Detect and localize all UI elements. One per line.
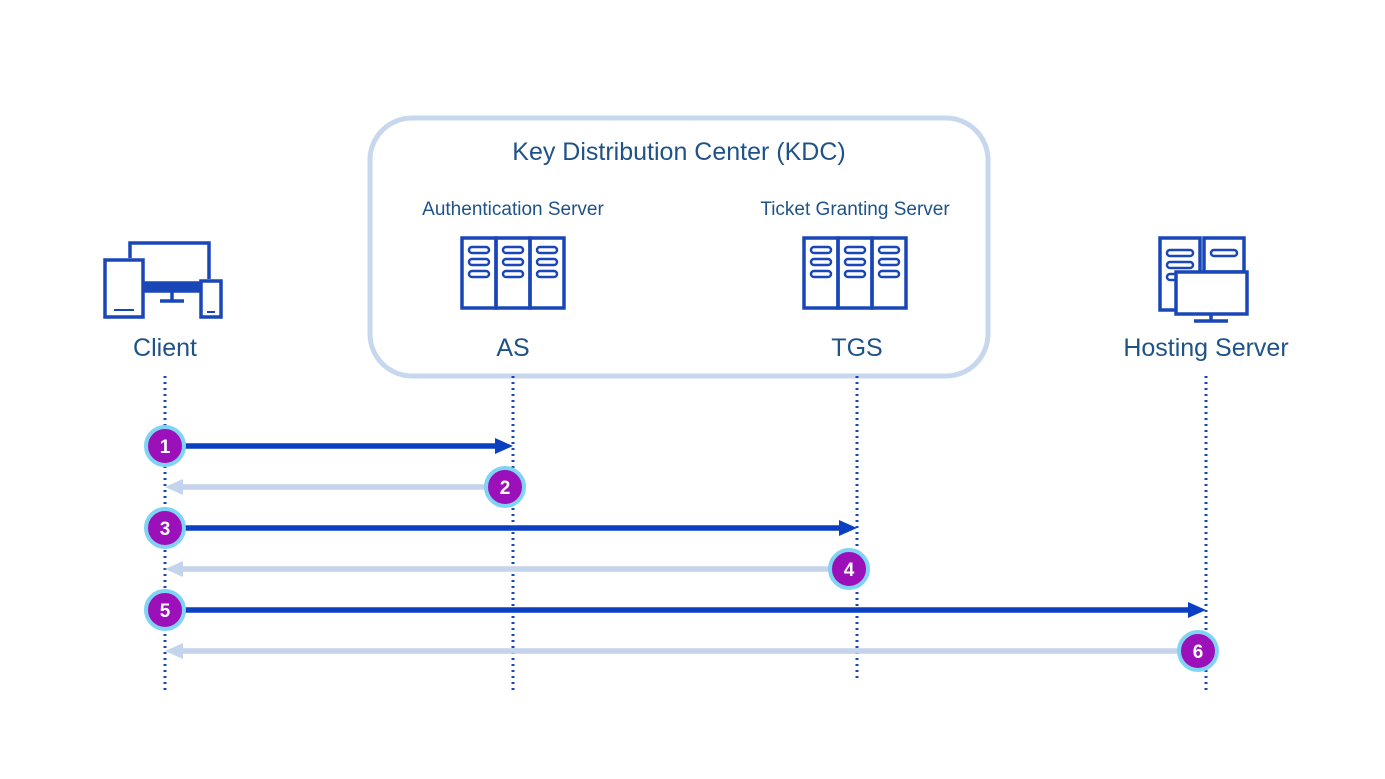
step-2-badge: 2 bbox=[484, 466, 526, 508]
step-5-arrowhead bbox=[1188, 602, 1206, 618]
authentication-server-label: Authentication Server bbox=[422, 199, 604, 220]
server-rack-icon bbox=[460, 236, 566, 310]
step-6-badge: 6 bbox=[1177, 630, 1219, 672]
hosting-server-label: Hosting Server bbox=[1123, 334, 1289, 362]
step-6-arrowhead bbox=[165, 643, 183, 659]
kdc-container bbox=[367, 115, 991, 379]
step-3-number: 3 bbox=[160, 519, 171, 540]
kdc-title: Key Distribution Center (KDC) bbox=[512, 138, 846, 166]
server-rack-icon bbox=[802, 236, 908, 310]
step-1-badge: 1 bbox=[144, 425, 186, 467]
step-3-arrowhead bbox=[839, 520, 857, 536]
step-5-number: 5 bbox=[160, 601, 171, 622]
step-5-badge: 5 bbox=[144, 589, 186, 631]
as-label: AS bbox=[496, 334, 530, 362]
step-2-arrowhead bbox=[165, 479, 183, 495]
devices-icon bbox=[103, 241, 223, 319]
step-6-number: 6 bbox=[1193, 642, 1204, 663]
step-4-arrowhead bbox=[165, 561, 183, 577]
ticket-granting-server-label: Ticket Granting Server bbox=[760, 199, 950, 220]
tgs-label: TGS bbox=[831, 334, 883, 362]
step-1-arrowhead bbox=[495, 438, 513, 454]
step-4-badge: 4 bbox=[828, 548, 870, 590]
step-2-number: 2 bbox=[500, 478, 511, 499]
step-3-badge: 3 bbox=[144, 507, 186, 549]
server-monitor-icon bbox=[1158, 236, 1249, 323]
client-label: Client bbox=[133, 334, 197, 362]
step-4-number: 4 bbox=[844, 560, 855, 581]
step-1-number: 1 bbox=[160, 437, 171, 458]
